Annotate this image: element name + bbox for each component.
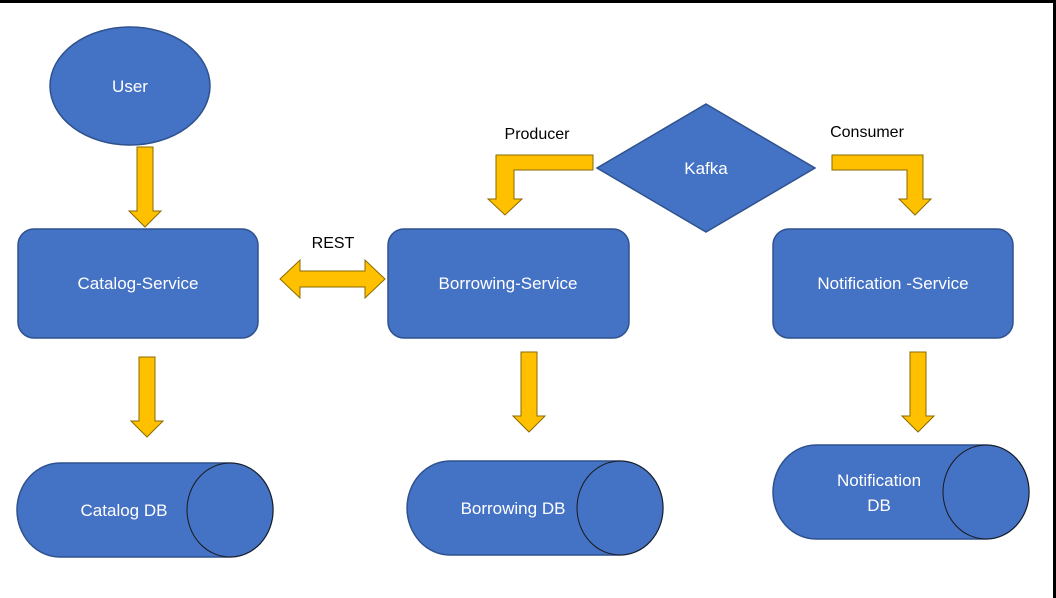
consumer-label: Consumer [830, 124, 904, 141]
notification-db-node: Notification DB [772, 444, 1030, 540]
user-node: User [49, 26, 211, 146]
catalog-db-node: Catalog DB [16, 462, 274, 558]
borrowing-service-label: Borrowing-Service [439, 274, 578, 293]
notification-service-node: Notification -Service [772, 228, 1014, 339]
arrow-rest-bidirectional [279, 258, 386, 300]
borrowing-db-label: Borrowing DB [461, 499, 566, 518]
borrowing-db-node: Borrowing DB [406, 460, 664, 556]
arrow-catalog-to-db [129, 356, 165, 438]
kafka-label: Kafka [684, 159, 728, 178]
catalog-service-label: Catalog-Service [78, 274, 199, 293]
notification-service-label: Notification -Service [817, 274, 968, 293]
borrowing-service-node: Borrowing-Service [387, 228, 630, 339]
arrow-user-to-catalog [127, 146, 163, 228]
rest-label: REST [312, 235, 355, 252]
producer-label: Producer [505, 126, 571, 143]
kafka-node: Kafka [595, 103, 817, 233]
catalog-db-label: Catalog DB [81, 501, 168, 520]
catalog-service-node: Catalog-Service [17, 228, 259, 339]
notification-db-label-line1: Notification [837, 471, 921, 490]
notification-db-label-line2: DB [867, 496, 891, 515]
arrow-kafka-to-notification [831, 154, 933, 216]
arrow-kafka-to-borrowing [486, 154, 594, 216]
arrow-notification-to-db [900, 351, 936, 433]
user-label: User [112, 77, 148, 96]
arrow-borrowing-to-db [511, 351, 547, 433]
